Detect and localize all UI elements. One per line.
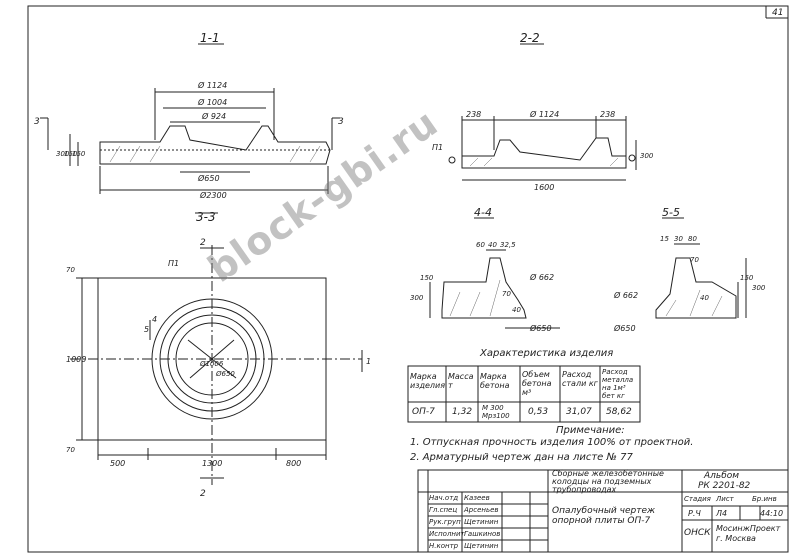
dim-h150-44: 150 <box>420 274 434 282</box>
tb-role-3: Исполнит <box>429 530 465 538</box>
dim-80: 80 <box>688 235 697 243</box>
tb-role-0: Нач.отд <box>429 494 459 502</box>
dim-238-left: 238 <box>466 110 481 119</box>
dim-d650-33: Ø650 <box>215 370 235 378</box>
section-1-1-label: 1-1 <box>200 31 220 45</box>
spec-cell-volume: 0,53 <box>528 407 549 417</box>
section-2-2-label: 2-2 <box>520 31 540 45</box>
note-1: 1. Отпускная прочность изделия 100% от п… <box>410 437 694 448</box>
dim-500: 500 <box>110 459 125 468</box>
dim-d650-44: Ø650 <box>529 323 552 333</box>
dim-h70-top: 70 <box>66 266 75 274</box>
section44-body <box>441 257 527 319</box>
dim-h40-44: 40 <box>512 306 521 314</box>
cut-3-right: 3 <box>338 117 344 127</box>
spec-cell-concrete: М 300 Мрз100 <box>482 404 510 420</box>
dim-d650-55: Ø650 <box>613 323 636 333</box>
dim-d924: Ø 924 <box>201 111 226 121</box>
section-4-4-label: 4-4 <box>474 206 492 219</box>
spec-header-5: Расход металла на 1м³ бет кг <box>602 368 634 400</box>
tb-name-0: Казеев <box>464 494 490 502</box>
spec-cell-metal: 58,62 <box>606 407 632 417</box>
dim-d662-55: Ø 662 <box>613 290 638 300</box>
spec-header-4: Расход стали кг <box>562 370 598 388</box>
dim-h150-55: 150 <box>740 274 754 282</box>
cut-5: 5 <box>144 325 149 334</box>
cut-1: 1 <box>366 357 371 366</box>
dim-h1000: 1000 <box>66 355 86 364</box>
tb-stamp: ОНСК <box>684 528 711 538</box>
tb-album: Альбом <box>704 471 740 481</box>
spec-header-0: Марка изделия <box>410 372 446 390</box>
cut-3-left: 3 <box>34 117 40 127</box>
cut-2-top: 2 <box>200 238 206 248</box>
label-p1-22: П1 <box>432 143 443 152</box>
spec-header-3: Объем бетона м³ <box>522 370 552 397</box>
spec-cell-mass: 1,32 <box>452 407 473 417</box>
dim-d1006: Ø1006 <box>199 360 224 368</box>
dim-h70-bottom: 70 <box>66 446 75 454</box>
dim-238-right: 238 <box>600 110 615 119</box>
dim-h40-55: 40 <box>700 294 709 302</box>
tb-role-4: Н.контр <box>429 542 459 550</box>
tb-stage: Р.Ч <box>688 509 701 518</box>
dim-60: 60 <box>476 241 485 249</box>
plan-outer-ring <box>151 298 273 420</box>
tb-sheet: Л4 <box>716 509 728 518</box>
dim-d662-44: Ø 662 <box>529 272 554 282</box>
dim-h70-44: 70 <box>502 290 511 298</box>
spec-cell-mark: ОП-7 <box>412 407 435 417</box>
tb-name-3: Гашкинов <box>464 530 501 538</box>
dim-1600: 1600 <box>534 183 554 192</box>
section-5-5-label: 5-5 <box>662 206 680 219</box>
dim-d1004: Ø 1004 <box>197 97 227 107</box>
dim-h150b: 150 <box>72 150 86 158</box>
note-2: 2. Арматурный чертеж дан на листе № 77 <box>410 452 633 463</box>
tb-sheets-header: Бр.инв <box>752 495 777 503</box>
sheet-frame <box>27 5 789 553</box>
dim-h300-55: 300 <box>752 284 766 292</box>
spec-header-1: Масса т <box>448 372 474 390</box>
dim-h300-22: 300 <box>640 152 654 160</box>
tb-sheets: 44:10 <box>760 509 784 518</box>
dim-h70-55: 70 <box>690 256 699 264</box>
dim-d650-11: Ø650 <box>197 173 220 183</box>
dim-40: 40 <box>488 241 497 249</box>
dim-d1124-11: Ø 1124 <box>197 80 227 90</box>
tb-code: РК 2201-82 <box>698 481 751 491</box>
tb-drawing-title: Опалубочный чертеж опорной плиты ОП-7 <box>552 506 656 526</box>
dim-h300-44: 300 <box>410 294 424 302</box>
cut-2-bottom: 2 <box>200 489 206 499</box>
tb-stage-header: Стадия <box>684 495 711 503</box>
section-3-3-label: 3-3 <box>196 210 216 224</box>
dim-15: 15 <box>660 235 669 243</box>
dim-h300-11: 300 <box>56 150 70 158</box>
tb-role-1: Гл.спец <box>429 506 458 514</box>
tb-name-2: Щетинин <box>464 518 499 526</box>
dim-h150a: 150 <box>64 150 78 158</box>
spec-title: Характеристика изделия <box>480 348 614 359</box>
section11-body <box>99 125 331 165</box>
label-p1-33: П1 <box>168 259 179 268</box>
cut-4: 4 <box>152 315 157 324</box>
spec-header-2: Марка бетона <box>480 372 510 390</box>
dim-30: 30 <box>674 235 683 243</box>
tb-name-1: Арсеньев <box>464 506 499 514</box>
dim-1300: 1300 <box>202 459 222 468</box>
dim-32-5: 32,5 <box>500 241 516 249</box>
tb-role-2: Рук.груп <box>429 518 461 526</box>
dim-800: 800 <box>286 459 301 468</box>
tb-sheet-header: Лист <box>716 495 734 503</box>
tb-name-4: Щетинин <box>464 542 499 550</box>
tb-project: Сборные железобетонные колодцы на подзем… <box>552 469 664 494</box>
notes-title: Примечание: <box>556 425 625 436</box>
dim-d1124-22: Ø 1124 <box>529 109 559 119</box>
sheet-number: 41 <box>772 8 783 18</box>
section55-body <box>655 257 737 319</box>
tb-org: МосинжПроект г. Москва <box>716 524 781 543</box>
spec-cell-steel: 31,07 <box>566 407 592 417</box>
dim-d2300: Ø2300 <box>199 190 227 200</box>
